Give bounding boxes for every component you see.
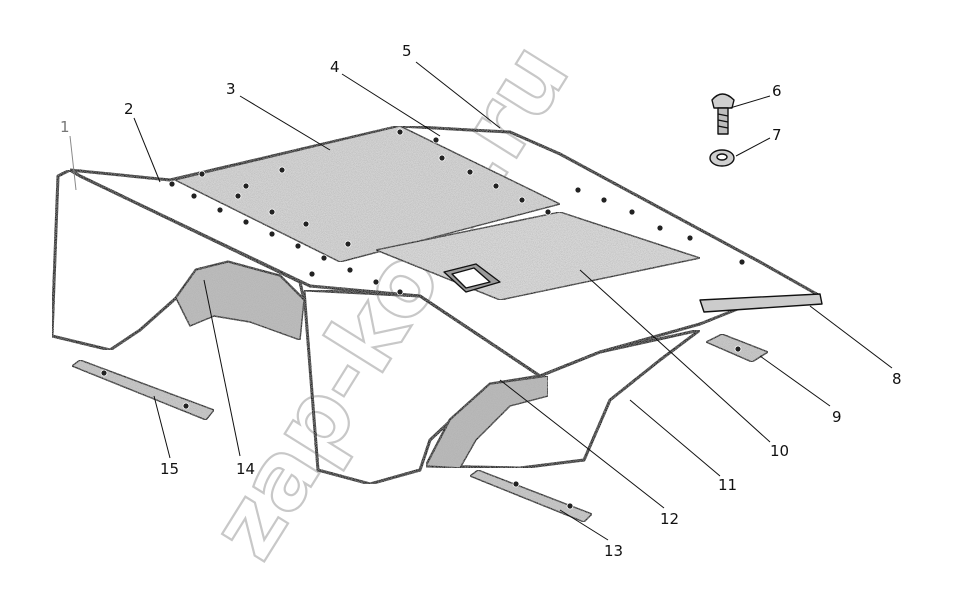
bolt-icon xyxy=(711,93,735,135)
callout-7: 7 xyxy=(772,126,782,144)
inner-arch-panel xyxy=(175,261,305,341)
callout-4: 4 xyxy=(330,58,340,76)
callout-3: 3 xyxy=(226,80,236,98)
engine-hood-assembly xyxy=(50,124,823,486)
callout-5: 5 xyxy=(402,42,412,60)
rear-cover-panel xyxy=(174,125,561,263)
callout-8: 8 xyxy=(892,370,902,388)
mounting-strip-9 xyxy=(705,333,769,363)
callout-12: 12 xyxy=(660,510,679,528)
mounting-strip-13 xyxy=(469,469,593,523)
callout-1: 1 xyxy=(60,118,70,136)
front-lip xyxy=(699,293,823,313)
callout-9: 9 xyxy=(832,408,842,426)
callout-13: 13 xyxy=(604,542,623,560)
curved-duct xyxy=(425,375,549,469)
callout-10: 10 xyxy=(770,442,789,460)
leader-lines xyxy=(69,61,893,541)
mounting-strip-15 xyxy=(71,359,215,421)
rivet-row xyxy=(168,128,746,296)
nut-icon xyxy=(709,149,735,167)
callout-2: 2 xyxy=(124,100,134,118)
callout-14: 14 xyxy=(236,460,255,478)
callout-15: 15 xyxy=(160,460,179,478)
callout-6: 6 xyxy=(772,82,782,100)
callout-11: 11 xyxy=(718,476,737,494)
hatch-opening-inner xyxy=(451,267,491,289)
callout-labels: 1 2 3 4 5 6 7 8 9 10 11 12 13 14 15 xyxy=(60,42,902,560)
